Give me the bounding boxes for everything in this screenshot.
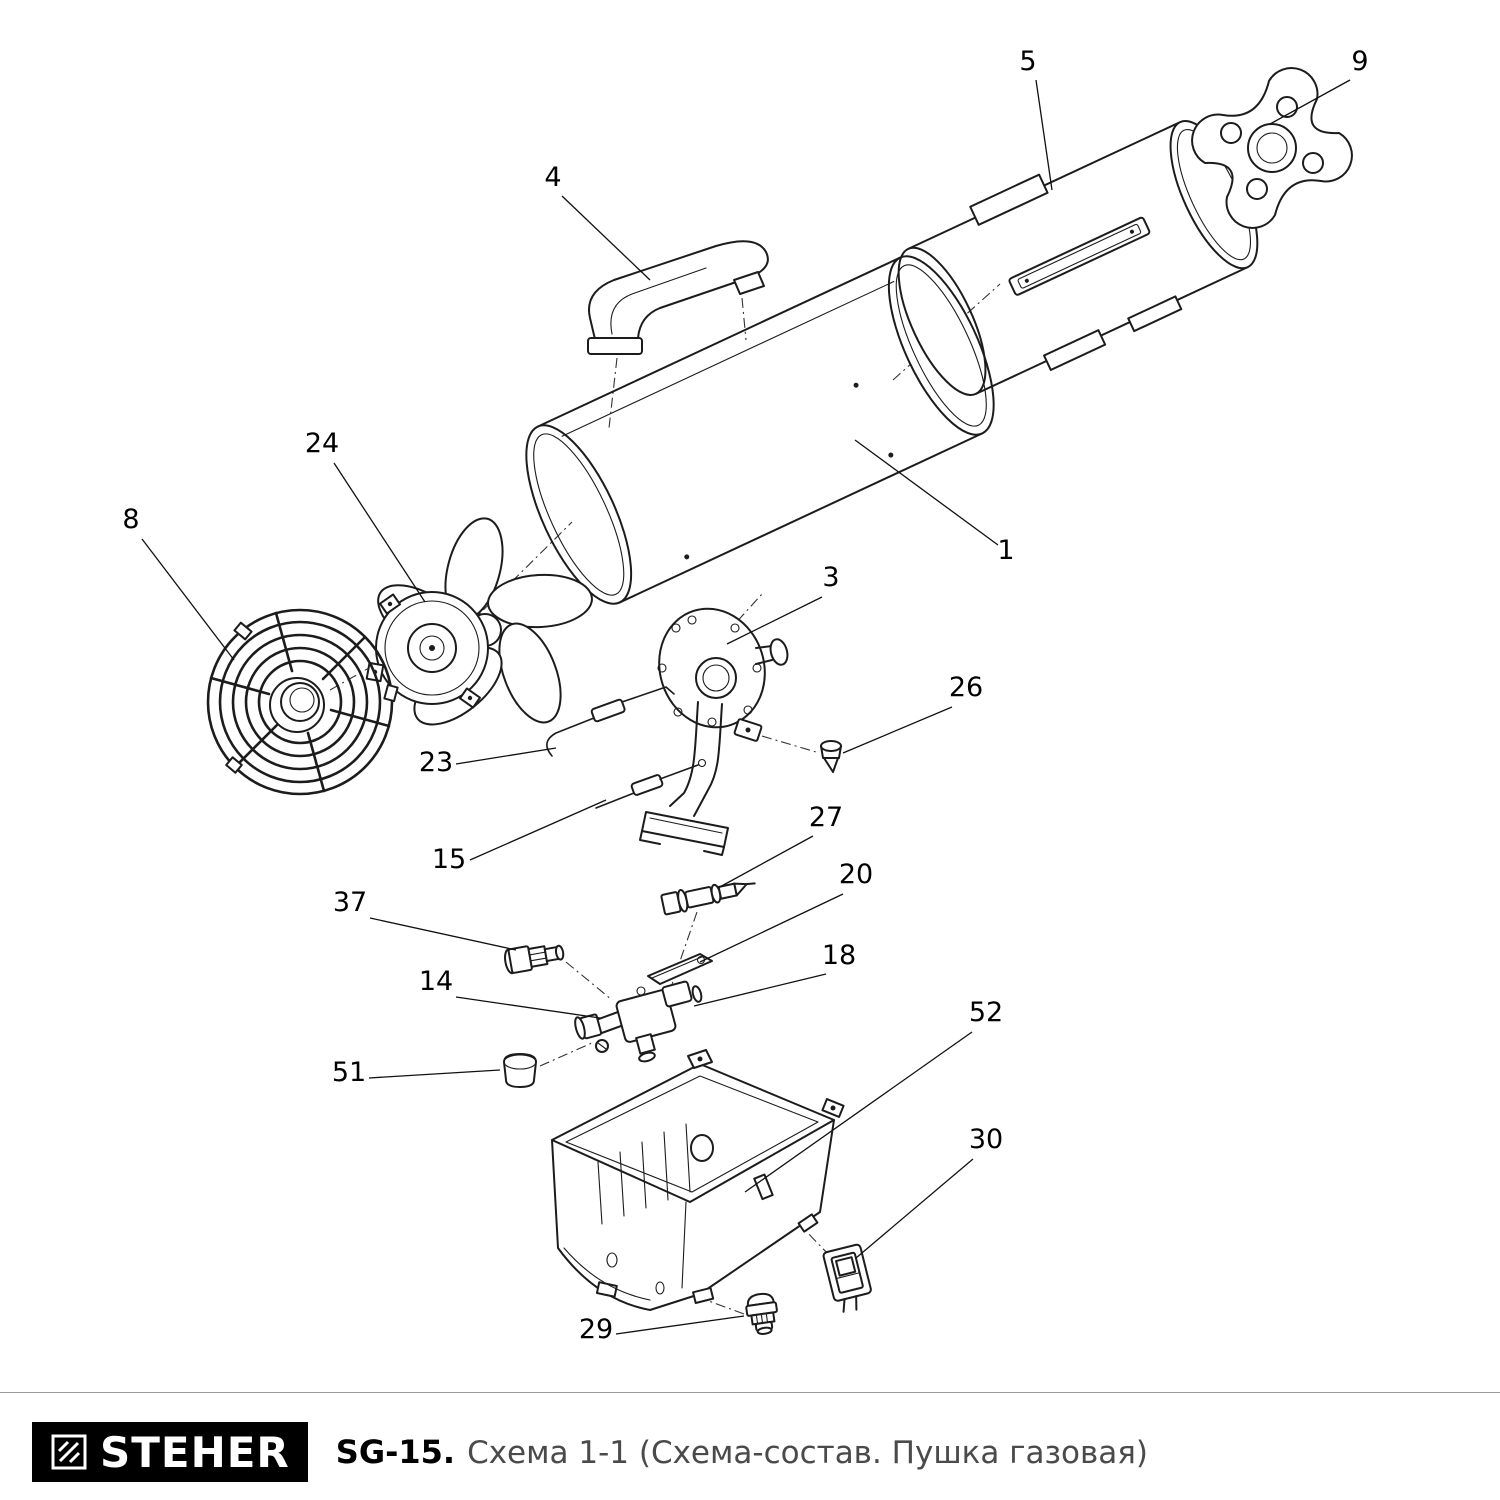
part-1-combustion-chamber <box>525 255 995 605</box>
brand-name: STEHER <box>100 1427 290 1477</box>
part-20-bracket <box>647 953 713 985</box>
part-51-cap <box>503 1053 537 1088</box>
part-label-26: 26 <box>949 672 983 703</box>
model-number: SG-15. <box>335 1433 456 1471</box>
part-24-fan-motor <box>365 517 593 726</box>
part-label-24: 24 <box>305 428 339 459</box>
part-37-gas-fitting <box>504 944 565 975</box>
part-label-3: 3 <box>822 562 839 593</box>
part-number-labels: 5 9 4 24 8 1 3 26 23 27 15 20 37 18 14 5… <box>122 46 1368 1345</box>
part-15-thermocouple <box>595 758 707 809</box>
part-label-37: 37 <box>333 887 367 918</box>
part-label-20: 20 <box>839 859 873 890</box>
part-5-outer-casing <box>897 120 1259 396</box>
part-label-8: 8 <box>122 504 139 535</box>
footer-divider <box>0 1392 1500 1393</box>
part-27-valve-stem <box>660 882 756 916</box>
part-4-carry-handle <box>587 240 769 355</box>
part-label-52: 52 <box>969 997 1003 1028</box>
diagram-title: Схема 1-1 (Схема-состав. Пушка газовая) <box>467 1435 1149 1471</box>
part-label-51: 51 <box>332 1057 366 1088</box>
part-8-fan-guard <box>206 608 399 796</box>
part-3-burner-assembly <box>639 607 789 856</box>
part-26-injector-screw <box>820 740 842 773</box>
part-label-30: 30 <box>969 1124 1003 1155</box>
exploded-parts-diagram: 5 9 4 24 8 1 3 26 23 27 15 20 37 18 14 5… <box>122 46 1368 1345</box>
part-label-27: 27 <box>809 802 843 833</box>
part-30-power-switch <box>822 1243 872 1313</box>
diagram-caption: SG-15. Схема 1-1 (Схема-состав. Пушка газ… <box>336 1433 1148 1471</box>
part-14-18-gas-valve <box>574 980 703 1063</box>
part-label-4: 4 <box>544 162 561 193</box>
part-23-ignition-electrode <box>546 686 675 757</box>
part-label-14: 14 <box>419 966 453 997</box>
leader-lines <box>141 79 1351 1335</box>
part-label-18: 18 <box>822 940 856 971</box>
part-label-1: 1 <box>997 535 1014 566</box>
steher-logo-icon <box>51 1434 87 1470</box>
part-52-base-housing <box>551 1049 845 1311</box>
footer: STEHER SG-15. Схема 1-1 (Схема-состав. Пу… <box>32 1422 1148 1482</box>
part-label-23: 23 <box>419 747 453 778</box>
part-29-cable-gland <box>745 1292 778 1335</box>
part-label-9: 9 <box>1351 46 1368 77</box>
part-label-15: 15 <box>432 844 466 875</box>
part-9-rear-bracket <box>1191 67 1353 229</box>
steher-logo: STEHER <box>32 1422 308 1482</box>
part-label-5: 5 <box>1019 46 1036 77</box>
part-label-29: 29 <box>579 1314 613 1345</box>
